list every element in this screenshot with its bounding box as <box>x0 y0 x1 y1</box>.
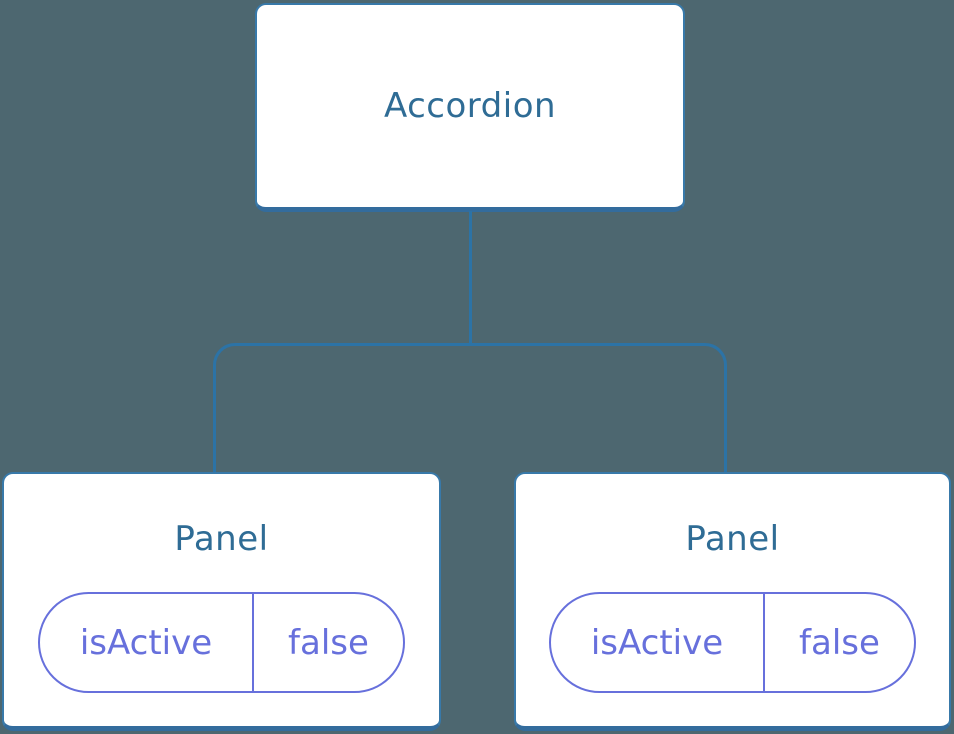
state-pill-divider <box>763 594 765 691</box>
state-prop-name: isActive <box>79 622 213 663</box>
panel-node-title: Panel <box>174 519 269 559</box>
state-prop-value: false <box>288 622 369 663</box>
connector-branch-bracket <box>213 343 727 472</box>
accordion-node: Accordion <box>255 3 685 212</box>
panel-node-title: Panel <box>685 519 780 559</box>
state-pill-divider <box>252 594 254 691</box>
state-prop-name: isActive <box>590 622 724 663</box>
state-pill: isActive false <box>549 592 916 693</box>
state-prop-value: false <box>799 622 880 663</box>
connector-stem-line <box>469 211 472 343</box>
panel-node-left: Panel isActive false <box>2 472 441 731</box>
accordion-node-title: Accordion <box>383 85 557 126</box>
state-pill: isActive false <box>38 592 405 693</box>
panel-node-right: Panel isActive false <box>514 472 951 731</box>
